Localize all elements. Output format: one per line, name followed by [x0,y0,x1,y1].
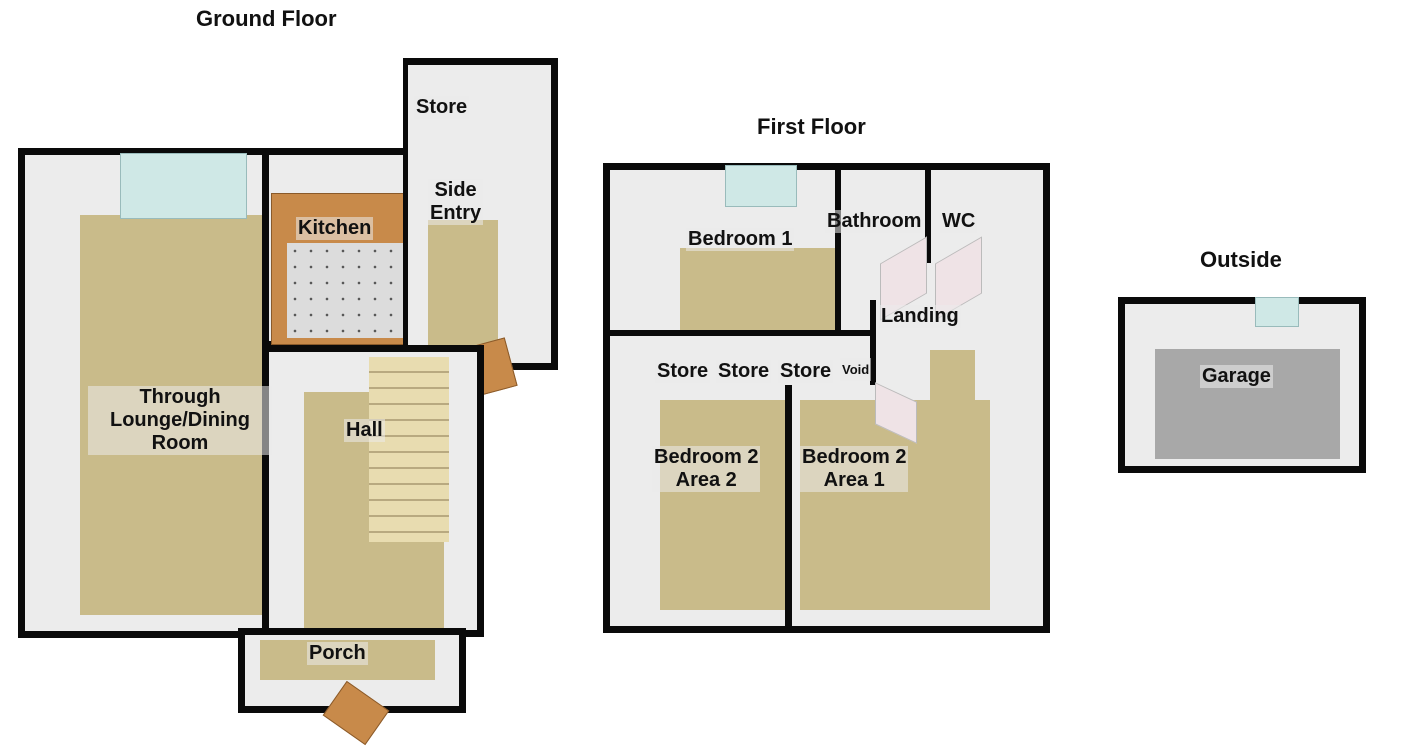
label-line: Entry [430,202,482,224]
landing-label: Landing [879,305,961,328]
landing-floor [930,350,975,500]
wc-label: WC [940,210,978,233]
bed2-area1-label: Bedroom 2 Area 1 [800,446,909,492]
label-line: Side [434,179,477,201]
label-line: Lounge/Dining [110,409,250,431]
wall [608,330,873,336]
wall [925,163,931,263]
lounge-label: Through Lounge/Dining Room [88,386,272,455]
bathroom-label: Bathroom [825,210,924,233]
label-line: Through [139,386,221,408]
kitchen-label: Kitchen [296,217,374,240]
first-floor-title: First Floor [757,114,866,139]
bedroom1-label: Bedroom 1 [686,228,795,251]
hall-room [262,345,484,637]
side-entry-floor [428,220,498,350]
label-line: Room [151,432,209,454]
bed2-area2-floor [660,400,785,610]
bedroom1-window [725,165,797,207]
hall-label: Hall [344,419,385,442]
label-line: Area 1 [823,469,885,491]
store-label: Store [655,360,711,383]
garage-window [1255,297,1299,327]
bedroom1-floor [680,248,840,330]
wall [870,300,876,385]
store-label: Store [716,360,772,383]
porch-label: Porch [307,642,368,665]
ground-floor-title: Ground Floor [196,6,337,31]
staircase [369,357,449,542]
label-line: Bedroom 2 [802,446,907,468]
side-entry-label: Side Entry [428,179,484,225]
label-line: Bedroom 2 [654,446,759,468]
label-line: Area 2 [675,469,737,491]
bed2-area2-label: Bedroom 2 Area 2 [652,446,761,492]
garage-label: Garage [1200,365,1273,388]
lounge-window [120,153,247,219]
store-label: Store [414,96,470,119]
kitchen-floor [287,243,412,338]
store-label: Store [778,360,834,383]
wall [785,385,792,630]
wall [835,163,841,333]
outside-title: Outside [1200,247,1282,272]
void-label: Void [840,358,872,381]
